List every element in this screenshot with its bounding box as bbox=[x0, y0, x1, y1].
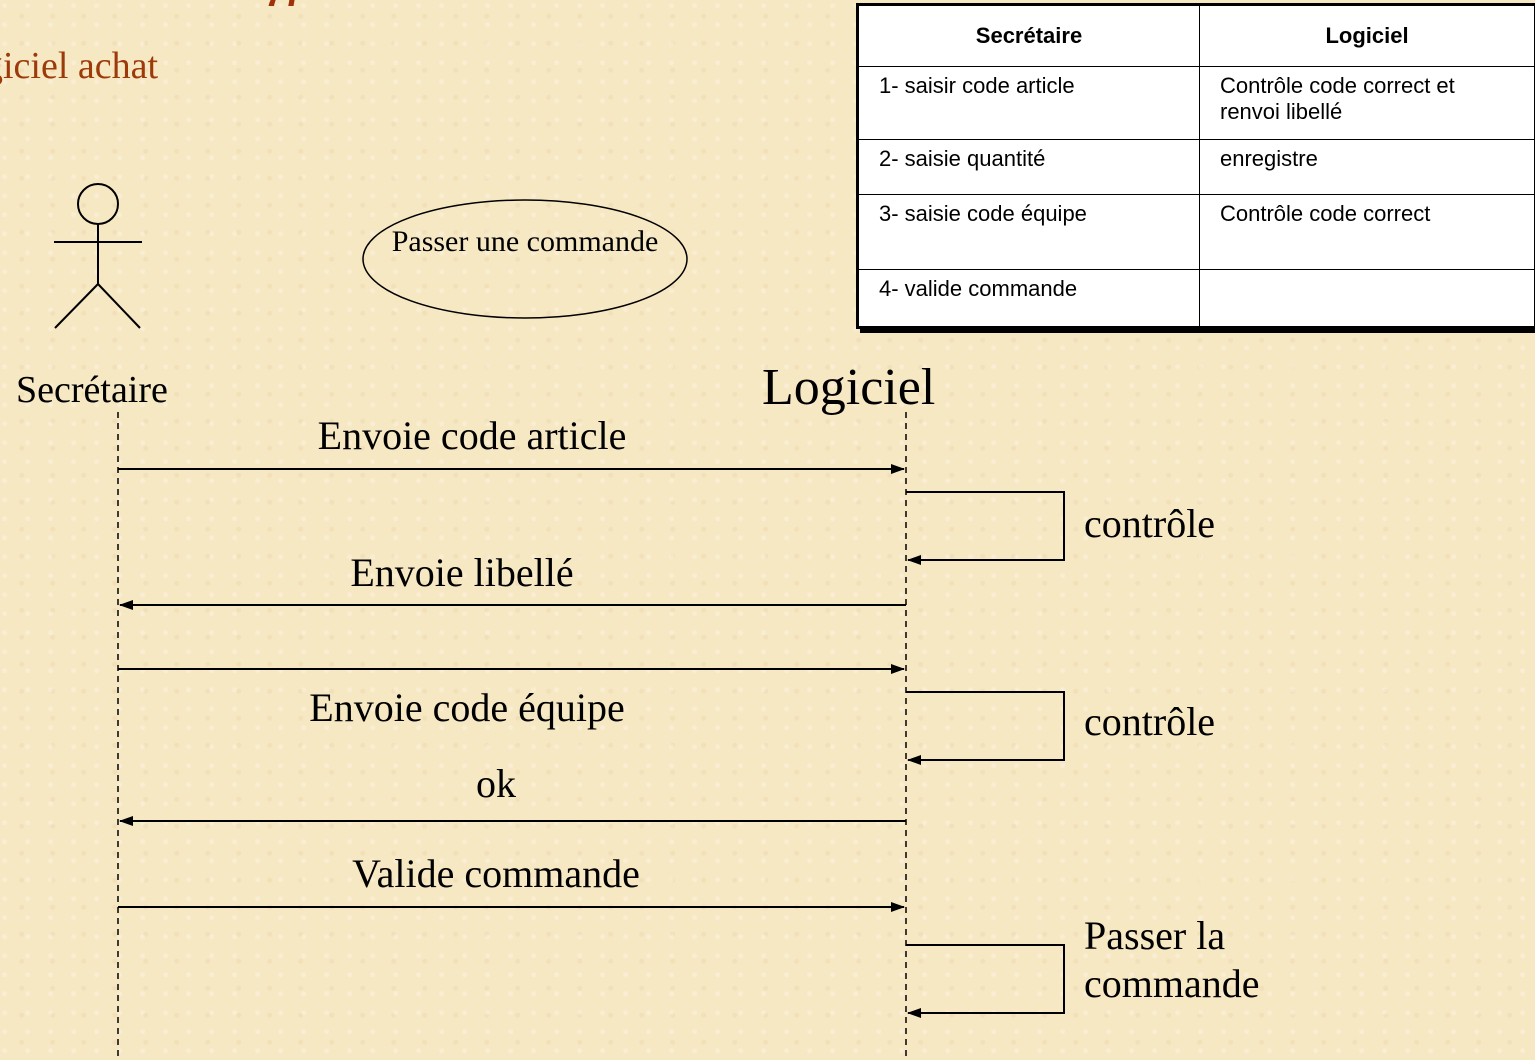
message-label: Envoie code article bbox=[317, 413, 627, 458]
table-cell: 4- valide commande bbox=[857, 269, 1200, 328]
message-label: Valide commande bbox=[352, 851, 640, 896]
table-header-cell: Secrétaire bbox=[857, 4, 1200, 67]
table-cell: Contrôle code correct et renvoi libellé bbox=[1199, 66, 1535, 140]
table-cell: 2- saisie quantité bbox=[857, 139, 1200, 195]
slide-subtitle: giciel achat bbox=[0, 45, 159, 87]
table-header-cell: Logiciel bbox=[1199, 4, 1535, 67]
actor-label: Secrétaire bbox=[16, 369, 168, 411]
table-cell bbox=[1199, 269, 1535, 328]
self-message-controle-2 bbox=[906, 691, 1065, 765]
scenario-table: Secrétaire Logiciel 1- saisir code artic… bbox=[856, 3, 1535, 329]
self-message-label: contrôle bbox=[1084, 699, 1216, 744]
table-row: 4- valide commande bbox=[857, 269, 1535, 328]
use-case-ellipse bbox=[362, 199, 688, 319]
table-header-row: Secrétaire Logiciel bbox=[857, 4, 1535, 67]
table-row: 1- saisir code article Contrôle code cor… bbox=[857, 66, 1535, 140]
table-cell: Contrôle code correct bbox=[1199, 194, 1535, 270]
self-message-passer-la-commande bbox=[906, 944, 1065, 1018]
table-row: 2- saisie quantité enregistre bbox=[857, 139, 1535, 195]
table-cell: 3- saisie code équipe bbox=[857, 194, 1200, 270]
self-message-controle-1 bbox=[906, 491, 1065, 565]
message-label: ok bbox=[476, 761, 516, 806]
table-cell: 1- saisir code article bbox=[857, 66, 1200, 140]
self-message-label: Passer la commande bbox=[1084, 913, 1260, 1006]
title-fragment: g bbox=[0, 0, 380, 6]
actor-stick-figure-icon bbox=[54, 183, 142, 329]
message-label: Envoie libellé bbox=[350, 550, 574, 595]
self-message-label: contrôle bbox=[1084, 501, 1216, 546]
message-label: Envoie code équipe bbox=[309, 685, 625, 730]
lifeline-label-logiciel: Logiciel bbox=[762, 359, 936, 416]
table-row: 3- saisie code équipe Contrôle code corr… bbox=[857, 194, 1535, 270]
table-cell: enregistre bbox=[1199, 139, 1535, 195]
use-case-label: Passer une commande bbox=[391, 225, 659, 258]
